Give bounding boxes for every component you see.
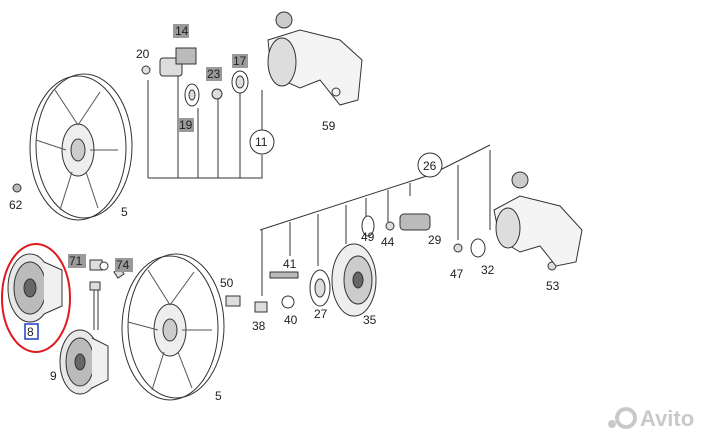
callout-35: 35 (363, 313, 377, 327)
callout-9: 9 (50, 369, 57, 383)
callout-40: 40 (284, 313, 298, 327)
callout-11-circle (249, 129, 275, 155)
watermark-text: Avito (640, 406, 694, 431)
highlight-ring (1, 243, 71, 353)
callout-26-circle (417, 152, 443, 178)
callout-5b: 5 (215, 389, 222, 403)
callout-49: 49 (361, 230, 375, 244)
fan-upper (29, 73, 133, 221)
callout-32: 32 (481, 263, 495, 277)
callout-38: 38 (252, 319, 266, 333)
avito-watermark: Avito (608, 406, 694, 431)
selection-box (24, 323, 39, 340)
callout-59: 59 (322, 119, 336, 133)
callout-44: 44 (381, 235, 395, 249)
callout-19: 19 (179, 118, 193, 132)
callout-26: 26 (423, 159, 437, 173)
callout-50: 50 (220, 276, 234, 290)
callout-23: 23 (207, 67, 221, 81)
viscous-clutch-8 (7, 253, 63, 323)
leader-lines-upper (147, 72, 491, 296)
callout-62: 62 (9, 198, 23, 212)
callout-47: 47 (450, 267, 464, 281)
callout-41: 41 (283, 257, 297, 271)
callout-71: 71 (69, 254, 83, 268)
callout-5a: 5 (121, 205, 128, 219)
viscous-clutch-9 (59, 281, 109, 395)
pump-housing-upper (267, 11, 363, 106)
lower-parts (225, 213, 557, 317)
callout-11: 11 (255, 135, 268, 149)
callout-27: 27 (314, 307, 328, 321)
callout-74: 74 (116, 258, 130, 272)
callout-20: 20 (136, 47, 150, 61)
callout-17: 17 (233, 54, 247, 68)
callout-8: 8 (27, 325, 34, 339)
callout-29: 29 (428, 233, 442, 247)
upper-parts (141, 47, 249, 107)
callout-14: 14 (175, 24, 189, 38)
gray-label-boxes (68, 24, 248, 272)
pump-housing-lower (493, 171, 583, 267)
fan-lower (121, 253, 225, 401)
callout-53: 53 (546, 279, 560, 293)
